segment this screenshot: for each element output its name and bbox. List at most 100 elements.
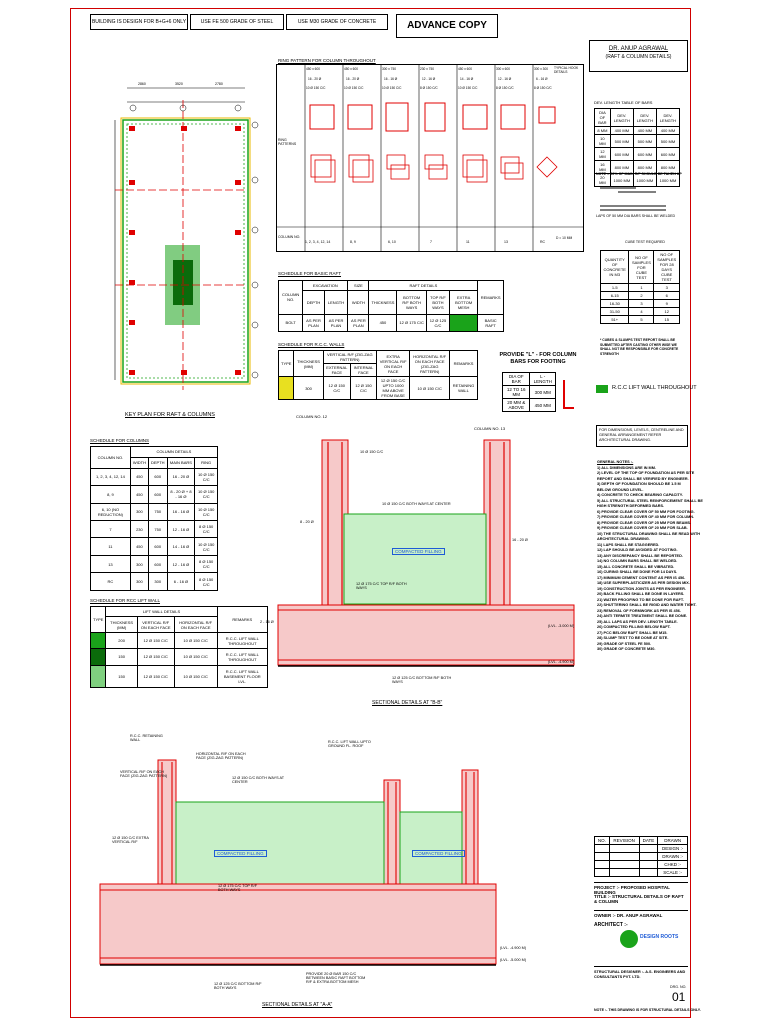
keyplan-title: KEY PLAN FOR RAFT & COLUMNS: [125, 412, 215, 418]
ring-bars-4: 12 - 16 Ø: [422, 77, 436, 81]
section-aa-filling-label-2: COMPACTED FILLING: [412, 850, 465, 857]
header-note-building: BUILDING IS DESIGN FOR B+G+6 ONLY: [90, 14, 188, 30]
section-aa-label-8: 12 Ø 125 C/C BOTTOM R/F BOTH WAYS: [214, 982, 262, 990]
section-bb-title: SECTIONAL DETAILS AT "B-B": [372, 700, 443, 706]
header-note-steel: USE FE 500 GRADE OF STEEL: [190, 14, 284, 30]
lap-note: LAPS OF 50 MM DIA BARS SHALL BE WELDED: [596, 214, 676, 218]
sheet-subtitle: (RAFT & COLUMN DETAILS): [605, 54, 672, 60]
section-aa-label-9: PROVIDE 20 Ø BAR 150 C/C BETWEEN BASIC R…: [306, 972, 366, 984]
typical-hook-label: TYPICAL HOOK DETAILS: [554, 66, 579, 74]
ring-pattern-table: [276, 64, 584, 252]
column-row-label: COLUMN NO.: [278, 235, 301, 239]
section-bb-drawing: [258, 430, 588, 690]
ring-col-3: 6, 10: [388, 240, 396, 244]
owner-name: OWNER :- DR. ANUP AGRAWAL: [594, 910, 688, 918]
drawing-title: TITLE :- STRUCTURAL DETAILS OF RAFT & CO…: [594, 894, 684, 904]
ring-spec-2: 10 Ø 150 C/C: [344, 86, 364, 90]
header-note-concrete: USE M30 GRADE OF CONCRETE: [286, 14, 388, 30]
ring-col-4: 7: [430, 240, 432, 244]
ring-col-2: 8, 9: [350, 240, 356, 244]
ring-size-1: 450 x 600: [306, 67, 321, 71]
ring-col-6: 13: [504, 240, 508, 244]
consultant: STRUCTURAL DESIGNER :- A.S. ENGINEERS AN…: [594, 966, 688, 980]
ring-size-2: 450 x 600: [344, 67, 359, 71]
section-bb-label-9: 16 - 20 Ø: [512, 538, 528, 542]
general-notes: GENERAL NOTES :- 1) ALL DIMENSIONS ARE I…: [597, 460, 703, 651]
ring-bars-1: 16 - 20 Ø: [308, 77, 322, 81]
rcc-walls-title: SCHEDULE FOR R.C.C. WALLS: [278, 342, 345, 347]
keyplan-dim-2: 3520: [175, 82, 183, 86]
section-bb-label-8: 8 - 20 Ø: [300, 520, 314, 524]
footer-note: NOTE :- THIS DRAWING IS FOR STRUCTURAL D…: [594, 1008, 701, 1012]
ring-spec-3: 10 Ø 150 C/C: [382, 86, 402, 90]
section-aa-title: SECTIONAL DETAILS AT "A-A": [262, 1002, 333, 1008]
section-bb-filling-label: COMPACTED FILLING: [392, 548, 445, 555]
ring-pattern-title: RING PATTERN FOR COLUMN THROUGHOUT: [278, 58, 376, 63]
section-aa-label-6: 12 Ø 150 C/C EXTRA VERTICAL R/F: [112, 836, 149, 844]
client-name: DR. ANUP AGRAWAL: [608, 46, 669, 52]
ring-row-label: RING PATTERNS: [278, 138, 297, 146]
columns-schedule-title: SCHEDULE FOR COLUMNS: [90, 438, 150, 443]
ring-spec-4: 8 Ø 150 C/C: [420, 86, 438, 90]
ring-spec-5: 10 Ø 150 C/C: [458, 86, 478, 90]
cube-test-note: * CUBES & SLUMPS TEST REPORT SHALL BE SU…: [600, 338, 679, 356]
section-bb-label-4: 12 Ø 125 C/C BOTTOM R/F BOTH WAYS: [392, 676, 452, 684]
ring-size-5: 450 x 600: [458, 67, 473, 71]
section-aa-label-7: 12 Ø 175 C/C TOP R/F BOTH WAYS: [218, 884, 258, 892]
section-aa-label-3: VERTICAL R/F ON EACH FACE (ZIG-ZAG PATTE…: [120, 770, 168, 778]
dev-length-note: NOTE :- 50% OF MAIN R/F SHOULD BE TAKEN …: [596, 172, 682, 176]
section-bb-label-1: 10 Ø 150 C/C: [360, 450, 384, 454]
client-title-box: DR. ANUP AGRAWAL (RAFT & COLUMN DETAILS): [589, 40, 688, 72]
foundation-note: FOR DIMENSIONS, LEVELS, CENTRELINE AND G…: [596, 425, 688, 447]
ring-size-4: 230 x 750: [420, 67, 435, 71]
architect-label: ARCHITECT :-: [594, 922, 628, 928]
section-bb-label-7: 2 - 16 Ø: [260, 620, 274, 624]
cube-test-title: CUBE TEST REQUIRED: [625, 240, 666, 244]
drawing-border: [70, 8, 691, 1018]
section-bb-label-5: (LVL. -3.000 M): [548, 624, 575, 628]
l-length-title: PROVIDE "L" - FOR COLUMN BARS FOR FOOTIN…: [499, 352, 577, 365]
ring-spec-1: 10 Ø 150 C/C: [306, 86, 326, 90]
design-logo-text: DESIGN ROOTS: [640, 934, 679, 940]
lift-wall-swatch: [596, 385, 608, 393]
lift-wall-title: SCHEDULE FOR RCC LIFT WALL: [90, 598, 161, 603]
drg-no: 01: [672, 990, 686, 1004]
ring-size-7: 300 x 300: [534, 67, 549, 71]
ring-bars-2: 16 - 20 Ø: [346, 77, 360, 81]
ring-bars-5: 14 - 16 Ø: [460, 77, 474, 81]
section-aa-label-5: R.C.C. LIFT WALL UPTO GROUND FL. ROOF: [328, 740, 371, 748]
ring-spec-7: 8 Ø 150 C/C: [534, 86, 552, 90]
section-aa-drawing: [86, 740, 586, 1000]
section-aa-label-1: R.C.C. RETAINING WALL: [130, 734, 163, 742]
ring-size-3: 300 x 750: [382, 67, 397, 71]
lift-wall-legend: R.C.C LIFT WALL THROUGHOUT: [612, 385, 697, 391]
project-name: PROJECT :- PROPOSED HOSPITAL BUILDING: [594, 882, 688, 895]
ring-spec-6: 8 Ø 150 C/C: [496, 86, 514, 90]
ring-col-7: RC: [540, 240, 546, 244]
ring-col-5: 11: [466, 240, 470, 244]
section-bb-label-2: 10 Ø 150 C/C BOTH WAYS AT CENTER: [382, 502, 451, 506]
ring-size-6: 300 x 600: [496, 67, 511, 71]
section-bb-col-left: COLUMN NO. 12: [296, 414, 328, 419]
hook-note: D = 10 MM: [556, 236, 573, 240]
ring-bars-6: 12 - 16 Ø: [498, 77, 512, 81]
section-aa-label-2: HORIZONTAL R/F ON EACH FACE (ZIG-ZAG PAT…: [196, 752, 246, 760]
key-plan: [95, 80, 265, 410]
section-aa-label-4: 12 Ø 150 C/C BOTH WAYS AT CENTER: [232, 776, 284, 784]
section-aa-label-11: (LVL. -5.000 M): [500, 958, 527, 962]
advance-copy-stamp: ADVANCE COPY: [396, 14, 498, 38]
ring-bars-7: 6 - 16 Ø: [536, 77, 548, 81]
section-aa-label-10: (LVL. -4.900 M): [500, 946, 527, 950]
section-bb-label-6: (LVL. -4.900 M): [548, 660, 575, 664]
keyplan-dim-1: 2860: [138, 82, 146, 86]
design-logo-icon: [620, 930, 638, 948]
ring-col-1: 1, 2, 3, 4, 12, 14: [305, 240, 331, 244]
